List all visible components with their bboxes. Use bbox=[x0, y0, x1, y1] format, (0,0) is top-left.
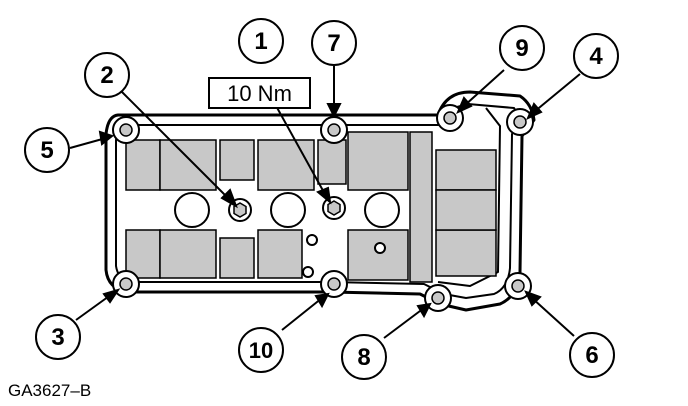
arrowhead-8 bbox=[416, 302, 432, 319]
plug-hole bbox=[270, 192, 306, 228]
callout-6: 6 bbox=[569, 332, 615, 378]
arrowhead-10 bbox=[314, 292, 330, 309]
cover-inner-divider bbox=[437, 107, 501, 287]
callout-4: 4 bbox=[573, 33, 619, 79]
bolt-5 bbox=[112, 116, 140, 144]
callout-3: 3 bbox=[35, 314, 81, 360]
leader-line-1 bbox=[274, 103, 327, 197]
leader-line-2 bbox=[121, 91, 233, 203]
callout-label: 7 bbox=[327, 30, 340, 57]
arrowhead-3 bbox=[102, 288, 121, 304]
callout-label: 2 bbox=[100, 62, 113, 89]
rib bbox=[317, 139, 347, 185]
callout-label: 3 bbox=[51, 324, 64, 351]
bolts bbox=[112, 104, 534, 312]
bolt-7 bbox=[320, 116, 348, 144]
callout-label: 9 bbox=[515, 35, 528, 62]
leader-line-3 bbox=[75, 293, 113, 321]
torque-spec-frame bbox=[208, 77, 311, 109]
bolt-10 bbox=[320, 270, 348, 298]
rib bbox=[219, 237, 255, 279]
rib bbox=[409, 131, 433, 283]
callout-label: 5 bbox=[40, 137, 53, 164]
spark-plug-holes bbox=[174, 192, 400, 278]
arrowhead-4 bbox=[526, 102, 543, 120]
rib bbox=[435, 149, 497, 191]
bolt-6 bbox=[504, 272, 532, 300]
rib bbox=[435, 229, 497, 277]
rib bbox=[125, 229, 161, 279]
bolt-9 bbox=[436, 104, 464, 132]
arrowhead-9 bbox=[456, 96, 473, 114]
rib bbox=[159, 139, 217, 191]
callout-label: 6 bbox=[585, 342, 598, 369]
callout-8: 8 bbox=[341, 334, 387, 380]
arrowhead-5 bbox=[98, 130, 115, 146]
rib bbox=[435, 189, 497, 231]
callout-10: 10 bbox=[238, 327, 284, 373]
leader-line-10 bbox=[281, 297, 323, 331]
callout-label: 1 bbox=[254, 28, 267, 55]
leader-line-8 bbox=[383, 307, 425, 339]
rib bbox=[347, 229, 409, 281]
arrowhead-1 bbox=[316, 186, 332, 205]
rib bbox=[257, 229, 303, 279]
rib bbox=[159, 229, 217, 279]
callout-label: 8 bbox=[357, 344, 370, 371]
bolt-1 bbox=[322, 196, 346, 220]
leader-lines bbox=[69, 66, 581, 339]
callout-5: 5 bbox=[24, 127, 70, 173]
arrowhead-7 bbox=[326, 103, 342, 119]
arrowhead-2 bbox=[220, 188, 238, 209]
leader-line-5 bbox=[69, 137, 107, 149]
callout-label: 10 bbox=[249, 338, 273, 363]
callout-9: 9 bbox=[499, 25, 545, 71]
small-hole bbox=[374, 242, 386, 254]
rib bbox=[125, 139, 161, 191]
callout-label: 4 bbox=[589, 43, 603, 70]
rib bbox=[219, 139, 255, 181]
leader-line-9 bbox=[463, 69, 505, 107]
small-hole bbox=[306, 234, 318, 246]
callout-7: 7 bbox=[311, 20, 357, 66]
leader-line-6 bbox=[531, 297, 575, 337]
arrowhead-6 bbox=[524, 290, 542, 307]
callout-2: 2 bbox=[84, 52, 130, 98]
torque-spec-text: 10 Nm bbox=[227, 81, 292, 106]
plug-hole bbox=[174, 192, 210, 228]
bolt-4 bbox=[506, 108, 534, 136]
bolt-8 bbox=[424, 284, 452, 312]
callout-1: 1 bbox=[238, 18, 284, 64]
small-hole bbox=[302, 266, 314, 278]
plug-hole bbox=[364, 192, 400, 228]
leader-line-4 bbox=[533, 73, 581, 113]
figure-id-label: GA3627–B bbox=[8, 381, 91, 400]
torque-spec-box: 10 Nm bbox=[208, 77, 311, 109]
callouts: 1 2 3 4 5 6 7 8 bbox=[24, 18, 619, 380]
cover-ribs bbox=[125, 131, 497, 283]
rib bbox=[347, 131, 409, 191]
bolt-3 bbox=[112, 270, 140, 298]
rib bbox=[257, 139, 315, 191]
